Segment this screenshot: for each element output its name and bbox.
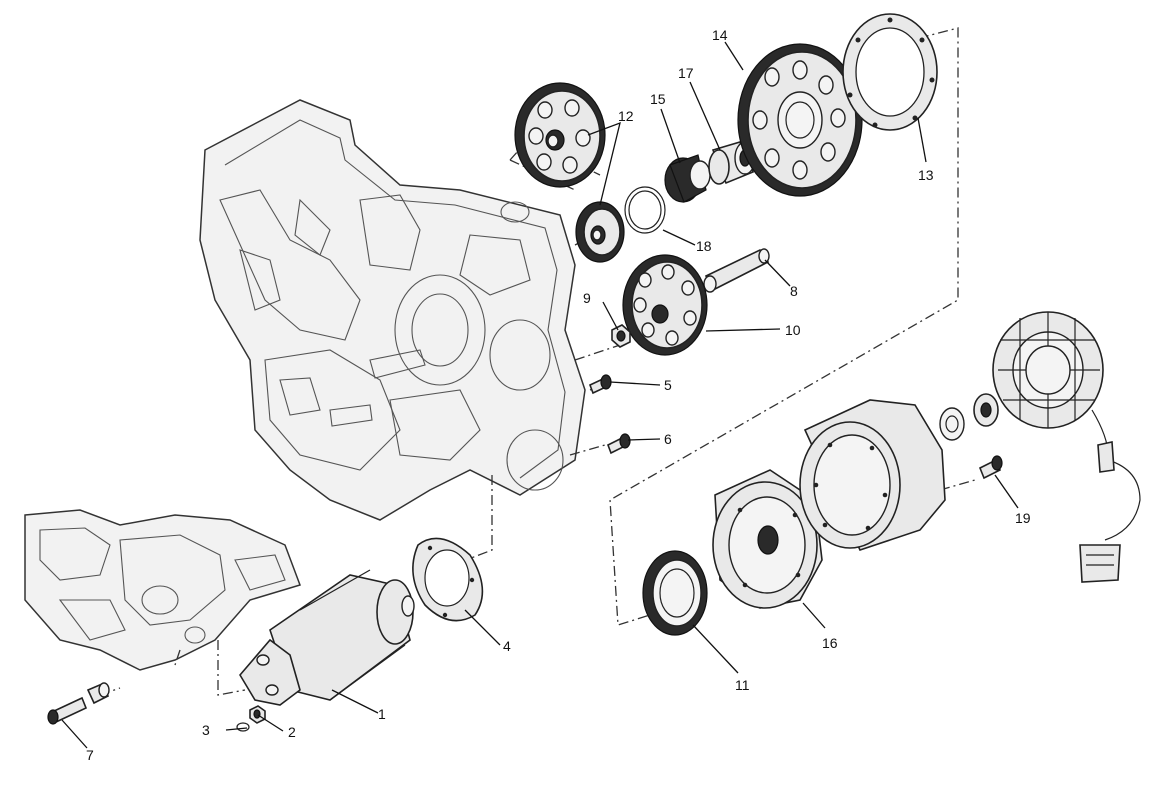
rotor-flywheel [799,399,946,551]
stator [992,311,1141,583]
screw-5 [588,374,612,395]
callout-3: 3 [202,722,210,738]
callout-13: 13 [918,167,934,183]
gasket-4 [412,537,484,622]
flywheel-hub-16 [712,469,823,609]
callout-labels: 1 2 3 4 5 6 7 8 9 10 11 12 13 14 15 16 1… [86,27,1031,763]
callout-18: 18 [696,238,712,254]
rotor-washer [939,407,965,441]
callout-12: 12 [618,108,634,124]
leader-lines [61,41,1019,749]
callout-4: 4 [503,638,511,654]
callout-10: 10 [785,322,801,338]
screw-19 [978,455,1003,480]
callout-5: 5 [664,377,672,393]
shaft-8 [703,248,770,293]
spacer [86,682,110,705]
gear-12-small [575,201,625,263]
gear-10 [622,254,708,356]
callout-17: 17 [678,65,694,81]
washer-18 [624,186,666,234]
nut-2 [249,705,266,724]
screw-6 [606,433,631,455]
callout-1: 1 [378,706,386,722]
washer-3 [236,722,250,732]
callout-9: 9 [583,290,591,306]
nut-9 [611,324,631,348]
callout-6: 6 [664,431,672,447]
callout-14: 14 [712,27,728,43]
starter-motor-1 [239,569,415,706]
gasket-13 [842,13,938,131]
crankcase-lower-left [24,509,301,671]
callout-15: 15 [650,91,666,107]
callout-8: 8 [790,283,798,299]
callout-7: 7 [86,747,94,763]
gear-14-starter [737,43,863,197]
crankcase [199,99,586,521]
callout-2: 2 [288,724,296,740]
bolt-7 [47,696,88,725]
rotor-nut [973,393,999,427]
callout-11: 11 [735,677,750,693]
bearing-15 [664,154,711,203]
gear-12-large [514,82,606,188]
callout-19: 19 [1015,510,1031,526]
freewheel-clutch-11 [642,550,708,636]
callout-16: 16 [822,635,838,651]
